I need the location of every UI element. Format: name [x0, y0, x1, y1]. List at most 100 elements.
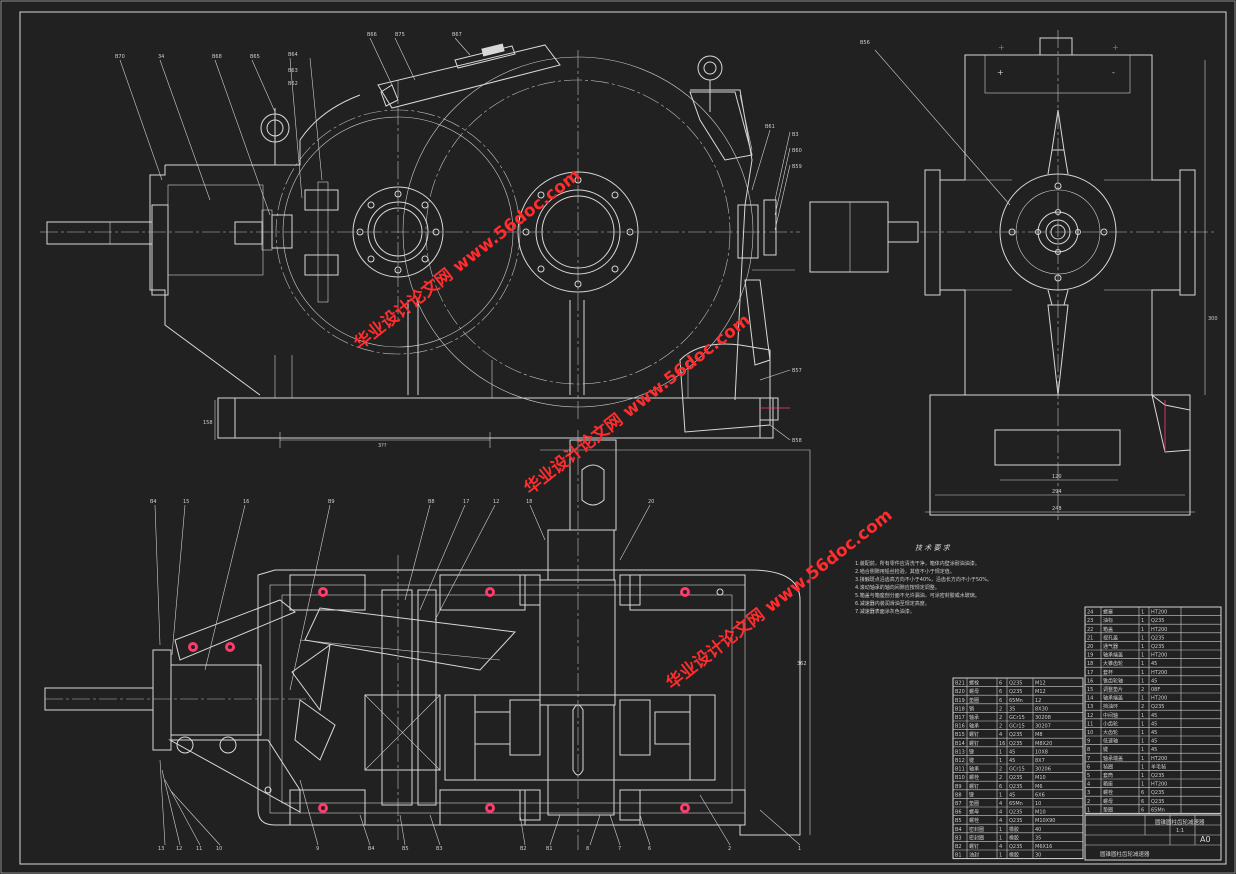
- bom-part-cell: 6: [1141, 799, 1144, 805]
- svg-text:9: 9: [316, 846, 319, 852]
- svg-text:B62: B62: [288, 81, 298, 87]
- svg-text:B5: B5: [402, 846, 409, 852]
- bom-part-cell: 羊毛毡: [1151, 763, 1166, 770]
- bom-part-cell: 中间轴: [1103, 712, 1118, 719]
- svg-text:B57: B57: [792, 368, 802, 374]
- bom-std-cell: 65Mn: [1009, 801, 1023, 807]
- svg-text:1: 1: [798, 846, 801, 852]
- bom-std-cell: 10: [1035, 801, 1041, 807]
- bom-part-cell: 小齿轮: [1103, 720, 1118, 727]
- bom-std-cell: Q235: [1009, 741, 1022, 747]
- bom-std-cell: B13: [955, 749, 965, 755]
- bom-part-cell: 11: [1087, 721, 1093, 727]
- bom-std-cell: GCr15: [1009, 715, 1025, 721]
- bom-part-cell: 通气器: [1103, 643, 1118, 650]
- bom-std-cell: M8X20: [1035, 741, 1052, 747]
- bom-part-cell: 10: [1087, 730, 1093, 736]
- bom-std-cell: 密封圈: [969, 826, 984, 833]
- bom-std-cell: 45: [1009, 792, 1015, 798]
- svg-text:2: 2: [728, 846, 731, 852]
- flange-bolts: [188, 587, 724, 813]
- bom-part-cell: 45: [1151, 739, 1157, 745]
- svg-text:-: -: [1112, 68, 1115, 77]
- bom-part-cell: 螺塞: [1103, 609, 1113, 616]
- tech-req-line-4: 4.滚动轴承的轴向间隙应按规定调整。: [855, 584, 940, 591]
- bom-std-cell: 橡胶: [1009, 826, 1019, 833]
- bom-std-cell: Q235: [1009, 775, 1022, 781]
- bom-std-cell: 4: [999, 818, 1002, 824]
- bom-part-cell: 油标: [1103, 617, 1113, 624]
- bom-part-cell: Q235: [1151, 799, 1164, 805]
- bom-part-cell: HT200: [1151, 696, 1167, 702]
- bom-part-cell: 45: [1151, 713, 1157, 719]
- svg-text:B65: B65: [250, 54, 260, 60]
- bom-std-cell: 30207: [1035, 724, 1051, 730]
- bom-part-cell: 6: [1141, 807, 1144, 813]
- bom-part-cell: 4: [1087, 782, 1090, 788]
- bom-part-cell: 套杯: [1103, 669, 1113, 676]
- tech-req-line-6: 6.减速器内装润滑油至规定高度。: [855, 600, 930, 607]
- bom-part-cell: 12: [1087, 713, 1093, 719]
- bom-std-cell: 30208: [1035, 715, 1051, 721]
- bom-std-cell: B10: [955, 775, 965, 781]
- bom-part-cell: 垫圈: [1103, 806, 1113, 813]
- bom-part-cell: 45: [1151, 747, 1157, 753]
- bom-std-cell: M10: [1035, 775, 1046, 781]
- bom-std-cell: 45: [1009, 758, 1015, 764]
- bom-std-cell: 45: [1009, 749, 1015, 755]
- front-view-leaders: B70 34 B68 B65 B64 B63 B62 B66 B75 B67 B…: [115, 32, 870, 444]
- bom-std-cell: 6: [999, 784, 1002, 790]
- bom-std-cell: M8: [1035, 732, 1043, 738]
- bom-std-cell: B8: [955, 792, 962, 798]
- svg-text:B56: B56: [860, 40, 870, 46]
- bom-std-cell: 橡胶: [1009, 852, 1019, 859]
- bom-std-cell: 垫圈: [969, 697, 979, 704]
- bom-part-cell: 45: [1151, 678, 1157, 684]
- bom-part-cell: HT200: [1151, 610, 1167, 616]
- bom-part-cell: 14: [1087, 696, 1093, 702]
- bom-part-cell: 23: [1087, 618, 1093, 624]
- bom-std-cell: GCr15: [1009, 767, 1025, 773]
- bom-part-cell: 1: [1141, 670, 1144, 676]
- svg-text:10: 10: [216, 846, 222, 852]
- svg-text:34: 34: [158, 54, 164, 60]
- dim-side-height: 300: [1208, 316, 1218, 322]
- svg-text:B58: B58: [792, 438, 802, 444]
- bom-part-cell: 15: [1087, 687, 1093, 693]
- bom-std-cell: B5: [955, 818, 962, 824]
- bom-part-cell: 1: [1141, 713, 1144, 719]
- bom-part-cell: 1: [1141, 610, 1144, 616]
- bom-part-cell: 1: [1141, 782, 1144, 788]
- bom-part-cell: 箱座: [1103, 781, 1113, 788]
- dim-plan-height: 362: [797, 661, 807, 667]
- bom-part-cell: 锥齿轮轴: [1103, 677, 1123, 684]
- svg-text:B9: B9: [328, 499, 335, 505]
- bom-std-cell: B2: [955, 844, 962, 850]
- bom-part-cell: 视孔盖: [1103, 634, 1118, 641]
- dim-side-base: 120: [1052, 474, 1062, 480]
- bom-std-cell: 8X7: [1035, 758, 1045, 764]
- svg-text:B70: B70: [115, 54, 125, 60]
- bom-part-cell: 13: [1087, 704, 1093, 710]
- bom-std-cell: 12: [1035, 698, 1041, 704]
- bom-part-cell: 轴承端盖: [1103, 652, 1123, 659]
- bom-std-cell: 6: [999, 689, 1002, 695]
- title-block: 圆锥圆柱齿轮减速器 1:1 A0 圆锥圆柱齿轮减速器: [1084, 814, 1222, 861]
- bom-part-cell: 21: [1087, 635, 1093, 641]
- bom-std-cell: 螺钉: [969, 740, 979, 747]
- svg-text:7: 7: [618, 846, 621, 852]
- bom-part-cell: Q235: [1151, 773, 1164, 779]
- bom-std-cell: B6: [955, 810, 962, 816]
- bom-part-cell: 1: [1141, 696, 1144, 702]
- bom-std-cell: M6: [1035, 784, 1043, 790]
- bom-part-cell: 低速轴: [1103, 738, 1118, 745]
- bom-std-cell: 4: [999, 810, 1002, 816]
- bom-std-cell: B3: [955, 835, 962, 841]
- watermark-2: 华业设计论文网 www.56doc.com: [520, 309, 754, 499]
- bom-std-cell: 螺母: [969, 809, 979, 816]
- watermark-3: 华业设计论文网 www.56doc.com: [662, 504, 896, 694]
- svg-text:+: +: [998, 43, 1005, 52]
- bom-part-cell: 17: [1087, 670, 1093, 676]
- bom-std-cell: Q235: [1009, 810, 1022, 816]
